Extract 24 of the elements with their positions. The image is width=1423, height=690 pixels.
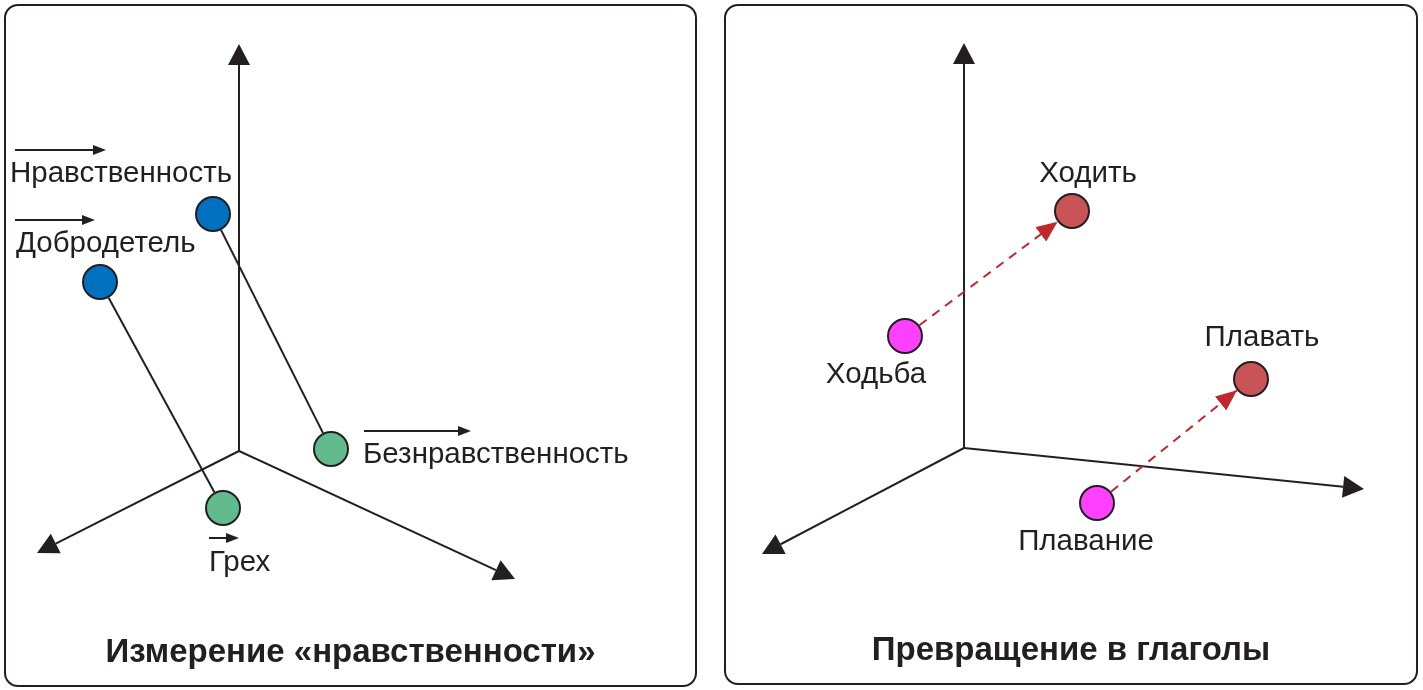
point-label: Грех [209, 545, 271, 576]
point-marker [82, 264, 118, 300]
point-marker [1054, 193, 1090, 229]
point-marker [1233, 361, 1269, 397]
point-label: Ходить [1039, 156, 1137, 187]
point-label: Ходьба [825, 357, 927, 388]
point-marker [205, 490, 241, 526]
point-label: Нравственность [10, 156, 233, 187]
point-marker [887, 318, 923, 354]
point-label: Добродетель [16, 226, 196, 257]
arrow [918, 220, 1059, 327]
connector-line [220, 229, 324, 434]
point-label: Безнравственность [363, 437, 629, 468]
panel-title: Превращение в глаголы [871, 631, 1271, 665]
connector-line [107, 296, 216, 494]
panel [724, 4, 1418, 685]
point-label: Плавать [1204, 320, 1320, 351]
point-label: Плавание [1018, 524, 1154, 555]
panel-title: Измерение «нравственности» [105, 633, 596, 667]
point-marker [195, 196, 231, 232]
panel [4, 4, 697, 687]
arrow [1110, 389, 1238, 493]
point-marker [1079, 485, 1115, 521]
point-marker [313, 431, 349, 467]
